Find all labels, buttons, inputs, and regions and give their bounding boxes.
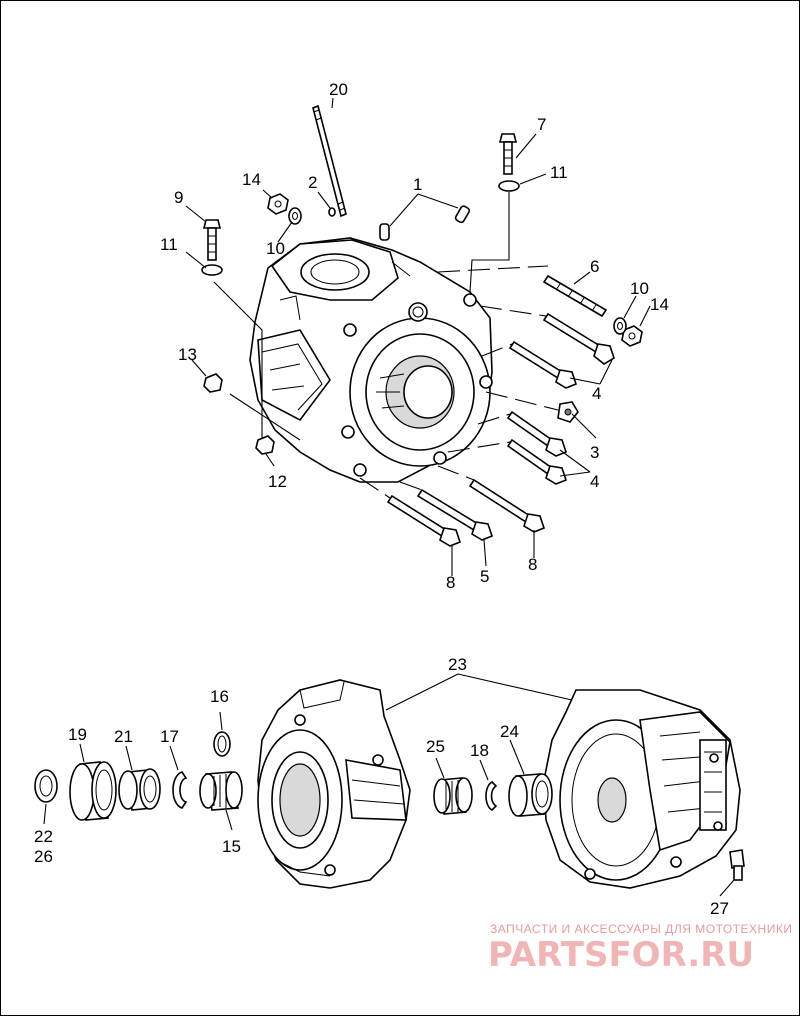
bearing-15 bbox=[199, 771, 243, 811]
callout-8: 8 bbox=[528, 555, 537, 574]
ring-17 bbox=[172, 771, 188, 809]
washer-10 bbox=[288, 207, 627, 335]
callout-12: 12 bbox=[268, 472, 287, 491]
leader-lines-lower bbox=[43, 673, 735, 897]
callout-11: 11 bbox=[550, 163, 568, 182]
screw-4-lower bbox=[506, 410, 567, 485]
bushing-24 bbox=[508, 773, 553, 817]
screw-6 bbox=[542, 274, 608, 318]
callout-25: 25 bbox=[426, 737, 445, 756]
fitting-27 bbox=[729, 849, 745, 881]
callout-7: 7 bbox=[537, 115, 546, 134]
callout-17: 17 bbox=[160, 727, 179, 746]
callout-11: 11 bbox=[160, 235, 178, 254]
dowel-1 bbox=[379, 205, 471, 241]
nut-14 bbox=[267, 193, 643, 347]
callout-23: 23 bbox=[448, 655, 467, 674]
watermark-brand: PARTSFOR.RU bbox=[488, 935, 754, 975]
watermark: ЗАПЧАСТИ И АКСЕССУАРЫ ДЛЯ МОТОТЕХНИКИ PA… bbox=[488, 922, 792, 975]
callout-18: 18 bbox=[470, 741, 489, 760]
callout-9: 9 bbox=[174, 188, 183, 207]
watermark-tagline: ЗАПЧАСТИ И АКСЕССУАРЫ ДЛЯ МОТОТЕХНИКИ bbox=[490, 922, 792, 936]
callout-26: 26 bbox=[34, 847, 53, 866]
seal-22-26 bbox=[34, 769, 58, 803]
alignment-lines bbox=[213, 265, 559, 499]
callout-14: 14 bbox=[242, 170, 261, 189]
callout-numbers: 20 2 1 14 10 9 11 7 11 6 10 14 13 4 3 4 … bbox=[34, 80, 729, 918]
nut-13 bbox=[203, 373, 223, 393]
bushing-21 bbox=[118, 768, 161, 811]
callout-20: 20 bbox=[329, 80, 348, 99]
callout-21: 21 bbox=[114, 727, 133, 746]
bolt-7 bbox=[498, 133, 518, 175]
screw-8-left bbox=[386, 494, 461, 547]
callout-2: 2 bbox=[308, 173, 317, 192]
callout-24: 24 bbox=[500, 722, 519, 741]
crankcase-right-half bbox=[543, 689, 741, 889]
callout-14: 14 bbox=[650, 295, 669, 314]
screw-4-upper bbox=[508, 312, 615, 389]
washer-11 bbox=[498, 180, 520, 192]
callout-3: 3 bbox=[590, 443, 599, 462]
callout-13: 13 bbox=[178, 345, 197, 364]
leader-lines-upper bbox=[185, 97, 651, 576]
callout-22: 22 bbox=[34, 827, 53, 846]
crankcase-upper bbox=[249, 237, 493, 483]
stud-20 bbox=[312, 104, 347, 218]
ring-16 bbox=[213, 731, 231, 757]
callout-16: 16 bbox=[210, 687, 229, 706]
needle-bearing-25 bbox=[433, 777, 473, 815]
callout-19: 19 bbox=[68, 725, 87, 744]
callout-27: 27 bbox=[710, 899, 729, 918]
nut-12 bbox=[255, 435, 275, 455]
callout-4: 4 bbox=[592, 384, 601, 403]
screw-8-right bbox=[468, 478, 545, 533]
insert-3 bbox=[557, 401, 579, 423]
callout-15: 15 bbox=[222, 837, 241, 856]
callout-1: 1 bbox=[413, 175, 422, 194]
bolt-9 bbox=[202, 219, 222, 261]
crankcase-left-half bbox=[257, 679, 411, 889]
dowel-pin-2 bbox=[328, 207, 336, 217]
callout-5: 5 bbox=[480, 567, 489, 586]
callout-6: 6 bbox=[590, 257, 599, 276]
ring-18 bbox=[485, 781, 498, 811]
callout-10: 10 bbox=[266, 239, 285, 258]
callout-4: 4 bbox=[590, 472, 599, 491]
callout-10: 10 bbox=[630, 279, 649, 298]
washer-11 bbox=[201, 264, 223, 276]
screw-5 bbox=[416, 488, 493, 541]
callout-8: 8 bbox=[446, 573, 455, 592]
race-19 bbox=[69, 761, 117, 821]
